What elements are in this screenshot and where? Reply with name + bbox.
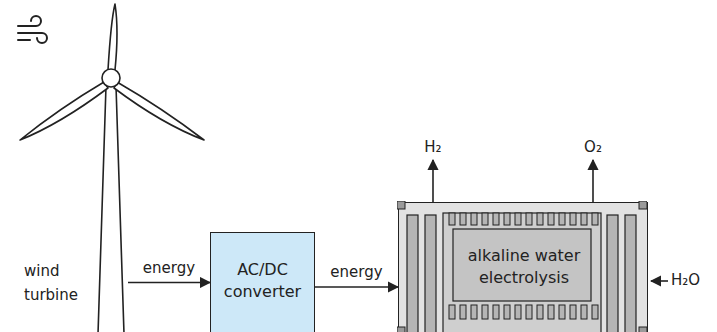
water-input: H₂O: [671, 271, 700, 289]
edge-label: energy: [328, 263, 384, 281]
electrolyzer-housing: alkaline water electrolysis: [398, 202, 648, 332]
electrolyzer-detail: [397, 201, 647, 332]
edge-label: energy: [141, 259, 197, 277]
hydrogen-output: H₂: [424, 138, 441, 156]
node-text: wind turbine: [24, 259, 90, 307]
node-text: AC/DC converter: [215, 259, 310, 303]
node-text: alkaline water electrolysis: [455, 231, 593, 303]
turbine-label: wind turbine: [20, 255, 128, 310]
wind-icon: [18, 16, 47, 43]
oxygen-output: O₂: [584, 138, 602, 156]
converter-box: AC/DC converter: [210, 232, 315, 332]
energy-arrow: [128, 282, 210, 284]
energy-arrow: [315, 286, 398, 288]
